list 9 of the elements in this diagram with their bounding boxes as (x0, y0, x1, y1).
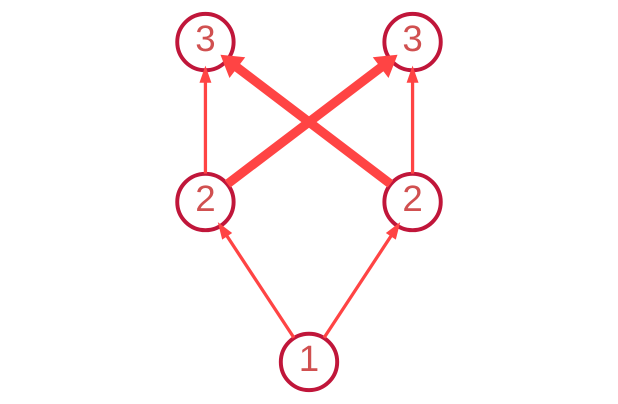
node-circle: 3 (175, 12, 236, 72)
arrow (218, 222, 296, 339)
node-circle: 3 (382, 12, 443, 72)
node-circle: 1 (278, 332, 340, 392)
arrow (199, 66, 212, 174)
node-circle: 2 (175, 172, 236, 232)
node-circle: 2 (382, 172, 443, 232)
arrow (322, 222, 400, 339)
arrow (406, 66, 419, 174)
